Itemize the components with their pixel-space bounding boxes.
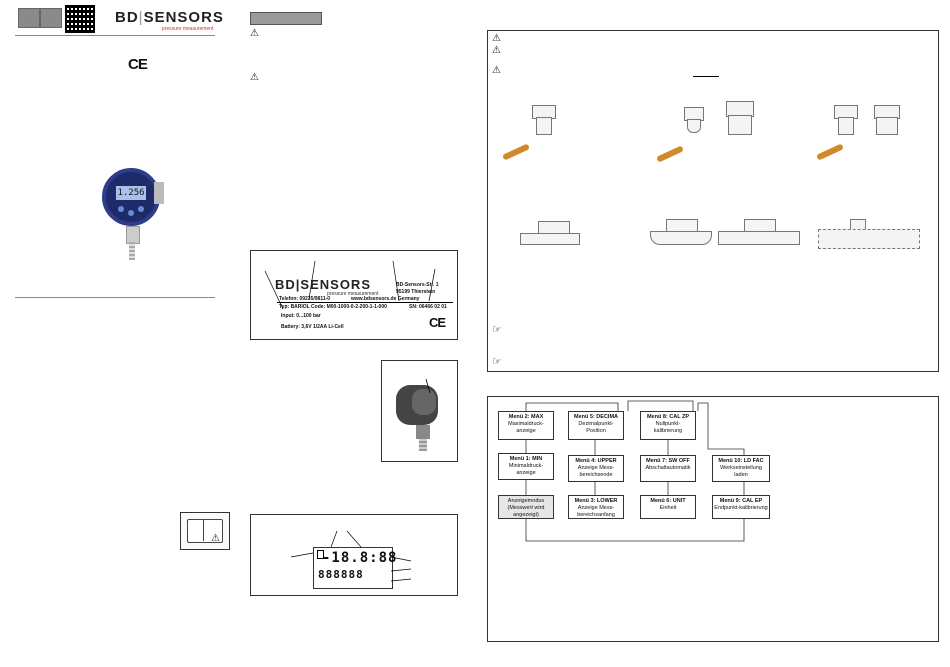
label-brand-sub: pressure measurement [327,291,379,297]
fitting-3a-thread [838,117,854,135]
lcd-panel: -18.8:88 888888 [313,547,396,589]
fitting-1-thread [536,117,552,135]
gauge-lcd: 1.256 [116,186,146,200]
qr-code [65,5,95,33]
brand-subtitle: pressure measurement [162,26,214,32]
hand-pointer-icon: ☞ [492,324,502,336]
lcd-bottom-digits: 888888 [318,568,364,581]
warning-icon: ⚠ [211,533,220,544]
fitting-3b-thread [876,117,898,135]
label-phone: Telefon: 09235/9811-0 [279,296,331,302]
header-square-2 [40,8,62,28]
flange-2a-base [650,231,712,245]
manual-icon: ⚠ [180,512,230,550]
label-serial: SN: 06466 02 01 [409,304,447,310]
section-rule [15,297,215,298]
gauge-button-icon [118,206,124,212]
label-type-code: Typ: BARIOL Code: M00-1000-0-2-200-1-1-0… [279,304,387,310]
fitting-2a-thread [687,119,701,133]
label-brand: BD|SENSORS [275,277,371,292]
flange-3-base [818,229,920,249]
warning-icon: ⚠ [492,33,501,44]
lcd-top-digits: -18.8:88 [322,550,398,566]
warning-icon: ⚠ [492,45,501,56]
gauge-thread [129,242,135,260]
device-side-figure [381,360,458,462]
label-address-1: BD-Sensors-Str. 1 [396,282,439,288]
gauge-button-icon [138,206,144,212]
warning-icon: ⚠ [492,65,501,76]
brand-logo: BD|SENSORS [115,9,224,26]
header-rule [15,35,215,36]
lcd-segment-figure: -18.8:88 888888 [250,514,458,596]
wrench-icon [656,145,684,163]
wrench-icon [502,143,530,161]
wrench-icon [816,143,844,161]
hand-pointer-icon: ☞ [492,356,502,368]
label-web: www.bdsensors.de Germany [351,296,420,302]
ce-mark: CE [128,56,148,73]
gauge-button-icon [128,210,134,216]
type-label-figure: BD|SENSORS pressure measurement BD-Senso… [250,250,458,340]
header-square-1 [18,8,40,28]
gauge-image: 1.256 [102,168,164,268]
warning-icon: ⚠ [250,72,259,83]
menu-box-display-mode: Anzeigemodus(Messwert wird angezeigt) [498,495,554,519]
gauge-housing-side [154,182,164,204]
fitting-2b-thread [728,115,752,135]
fittings-section: ⚠ ⚠ ⚠ ☞ ☞ [487,30,939,372]
gauge-case: 1.256 [102,168,160,226]
battery-icon [317,550,324,559]
underline-mark [693,76,719,77]
lcd-leader-lines [290,530,412,582]
warning-icon: ⚠ [250,28,259,39]
label-address-2: 95199 Thierstein [396,289,436,295]
menu-connector-lines [525,400,745,542]
label-input: Input: 0...100 bar [281,313,321,319]
label-ce-mark: CE [429,315,446,330]
flange-1-base [520,233,580,245]
label-battery: Battery: 3,6V 1/2AA Li-Cell [281,324,344,330]
flange-2b-base [718,231,800,245]
section-header-bar [250,12,322,25]
